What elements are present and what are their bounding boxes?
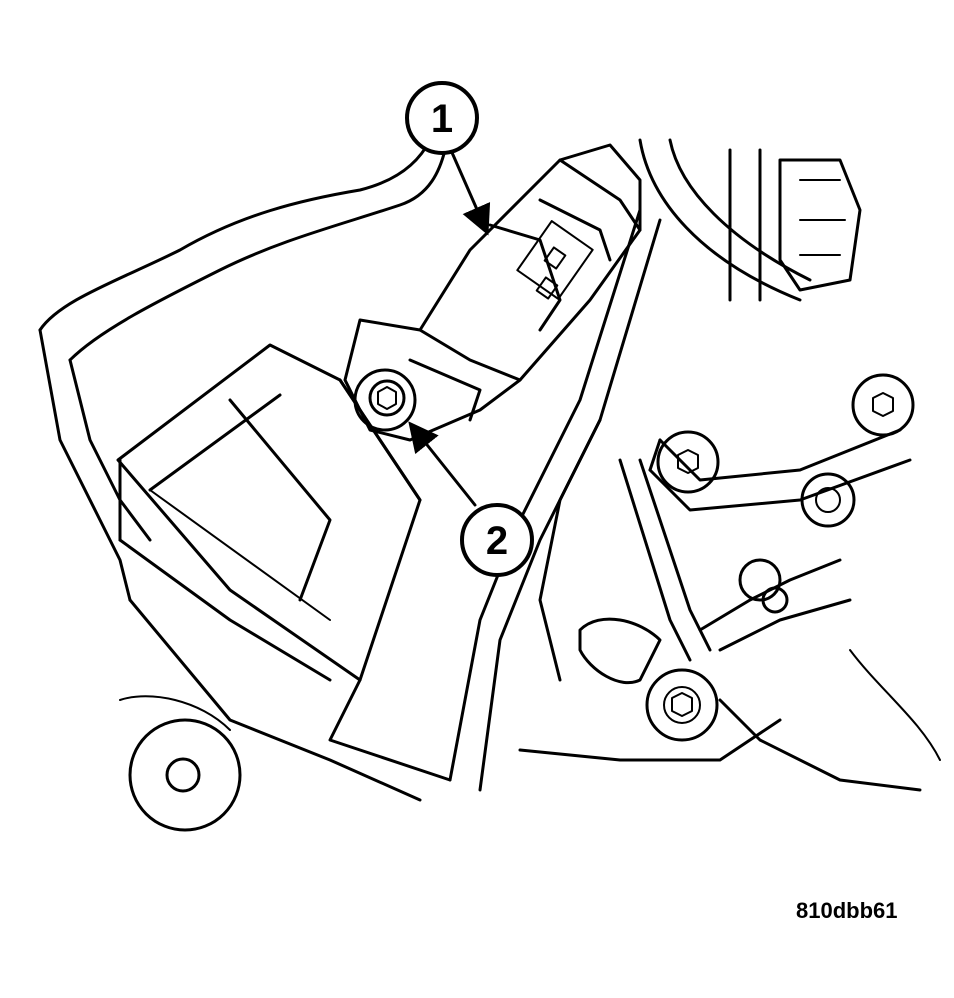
figure-code: 810dbb61 [796,898,898,923]
callout-1-arrow [448,146,491,236]
flange-bolt-1 [656,430,720,494]
callout-2-label: 2 [486,519,508,563]
mounting-bolt [353,368,417,432]
callout-1-label: 1 [431,97,453,141]
lower-linkage [518,458,941,792]
callout-1: 1 [405,81,479,155]
hoses [638,138,862,302]
lower-bolt [645,668,719,742]
flange-plate [648,428,912,512]
callout-2-arrow [408,421,477,507]
sensor-connector [343,143,642,442]
flange-bolt-3 [800,472,856,528]
housing-cover [38,138,447,832]
callout-2: 2 [460,503,534,577]
flange-bolt-2 [851,373,915,437]
